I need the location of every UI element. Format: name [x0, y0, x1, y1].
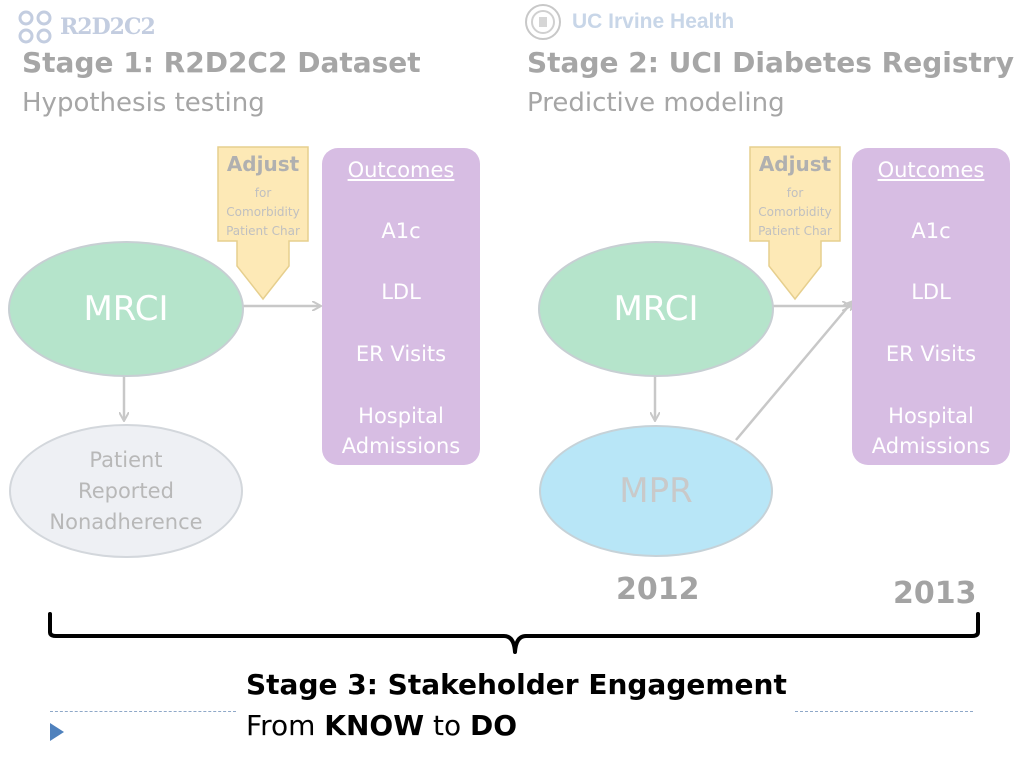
outcome-admissions: Admissions	[871, 434, 991, 458]
outcome-hospital: Hospital	[358, 404, 444, 428]
r2d2c2-logo-text: R2D2C2	[60, 14, 156, 40]
year-2012-label: 2012	[616, 572, 700, 607]
footer-dashed-line-right	[795, 711, 973, 712]
pnr-line-reported: Reported	[78, 478, 174, 503]
stage2-outcomes-box: Outcomes A1c LDL ER Visits Hospital Admi…	[852, 148, 1010, 465]
adjust-title: Adjust	[758, 152, 832, 176]
year-2013-label: 2013	[893, 576, 977, 611]
stage1-title: Stage 1: R2D2C2 Dataset	[22, 46, 421, 79]
stage2-subtitle: Predictive modeling	[527, 88, 785, 118]
adjust-line-for: for	[786, 186, 804, 200]
outcome-er-visits: ER Visits	[885, 342, 977, 366]
stage3-sub-from: From	[246, 709, 316, 742]
outcome-a1c: A1c	[911, 219, 951, 243]
stage3-sub-know: KNOW	[324, 709, 425, 742]
stage2-title: Stage 2: UCI Diabetes Registry	[527, 46, 1014, 79]
uc-irvine-health-text: UC Irvine Health	[572, 10, 735, 33]
outcome-a1c: A1c	[381, 219, 421, 243]
adjust-arrow-shape	[217, 146, 309, 301]
adjust-line-for: for	[254, 186, 272, 200]
uc-irvine-health-logo: UC Irvine Health	[524, 3, 734, 41]
adjust-line-patient-char: Patient Char	[226, 224, 300, 238]
outcome-ldl: LDL	[381, 280, 421, 304]
adjust-title: Adjust	[226, 152, 300, 176]
stage1-mrci-node: MRCI	[8, 241, 244, 377]
outcome-ldl: LDL	[911, 280, 951, 304]
stage1-adjust-callout: Adjust for Comorbidity Patient Char	[217, 146, 309, 301]
stage2-adjust-callout: Adjust for Comorbidity Patient Char	[749, 146, 841, 301]
outcomes-title: Outcomes	[347, 158, 455, 182]
outcome-admissions: Admissions	[341, 434, 461, 458]
adjust-arrow-shape	[749, 146, 841, 301]
stage3-sub-do: DO	[470, 709, 518, 742]
mpr-node: MPR	[539, 425, 773, 557]
stage-brace	[48, 612, 980, 654]
stage3-sub-to: to	[433, 709, 462, 742]
patient-reported-nonadherence-node: Patient Reported Nonadherence	[9, 424, 243, 558]
footer-dashed-line-left	[50, 711, 236, 712]
pnr-line-patient: Patient	[89, 447, 163, 472]
stage3-title: Stage 3: Stakeholder Engagement	[246, 668, 787, 701]
arrow-mpr-to-outcomes	[735, 302, 852, 441]
outcome-hospital: Hospital	[888, 404, 974, 428]
uc-seal-icon	[525, 4, 561, 40]
adjust-line-patient-char: Patient Char	[758, 224, 832, 238]
r2d2c2-mark-icon	[18, 10, 52, 44]
outcomes-title: Outcomes	[877, 158, 985, 182]
stage1-subtitle: Hypothesis testing	[22, 88, 265, 118]
stage2-mrci-node: MRCI	[538, 241, 774, 377]
adjust-line-comorbidity: Comorbidity	[226, 205, 300, 219]
outcome-er-visits: ER Visits	[355, 342, 447, 366]
adjust-line-comorbidity: Comorbidity	[758, 205, 832, 219]
stage1-outcomes-box: Outcomes A1c LDL ER Visits Hospital Admi…	[322, 148, 480, 465]
slide-bullet-icon	[50, 723, 64, 741]
stage3-subtitle: From KNOW to DO	[246, 709, 517, 742]
pnr-line-nonadherence: Nonadherence	[49, 509, 203, 534]
r2d2c2-logo: R2D2C2	[16, 8, 156, 46]
